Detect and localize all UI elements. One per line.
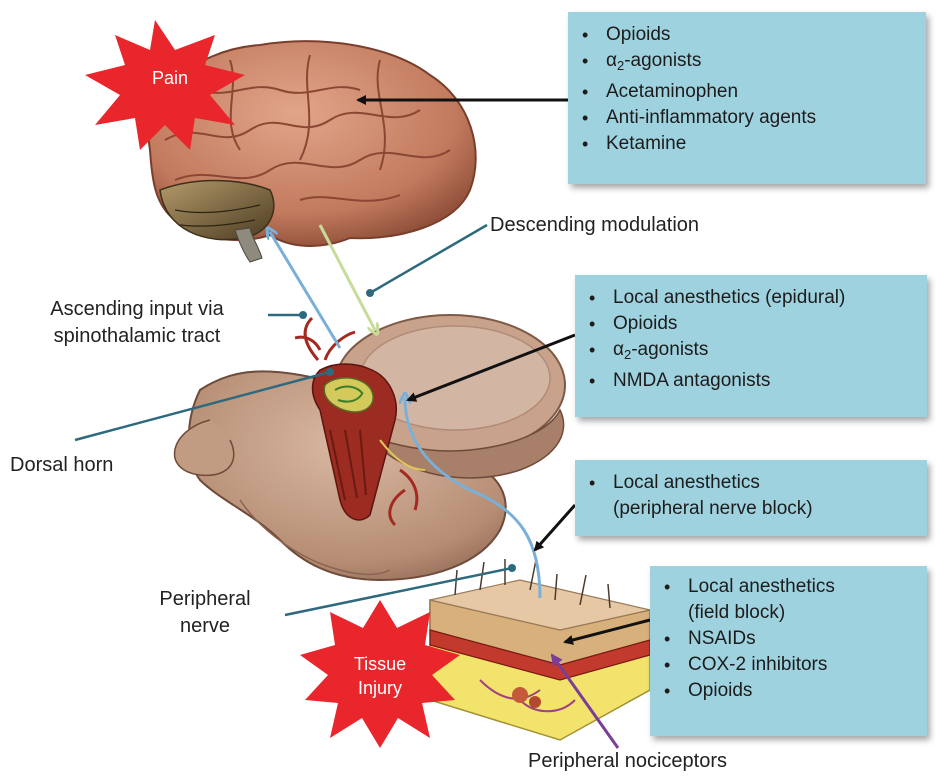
spinal-drug-item: NMDA antagonists bbox=[575, 368, 927, 394]
brain-drug-item: Anti-inflammatory agents bbox=[568, 105, 926, 131]
agonist-text: -agonists bbox=[624, 50, 701, 71]
peripheral-nociceptors-label: Peripheral nociceptors bbox=[528, 748, 727, 775]
alpha-symbol: α bbox=[606, 50, 617, 71]
brain-drug-item: Ketamine bbox=[568, 131, 926, 157]
peripheral-nerve-label: Peripheral nerve bbox=[140, 586, 270, 640]
field-block-line1: Local anesthetics bbox=[688, 574, 927, 600]
agonist-text: -agonists bbox=[631, 339, 708, 360]
ascending-input-line1: Ascending input via bbox=[12, 296, 262, 323]
tissue-drugs-box: Local anesthetics (field block) NSAIDs C… bbox=[650, 566, 927, 736]
brain-drugs-box: Opioids α2-agonists Acetaminophen Anti-i… bbox=[568, 12, 926, 184]
ascending-input-dot bbox=[299, 311, 307, 319]
peripheral-nerve-dot bbox=[508, 564, 516, 572]
dorsal-horn-label: Dorsal horn bbox=[10, 452, 113, 479]
field-block-line2: (field block) bbox=[688, 600, 927, 626]
nerve-block-list: Local anesthetics (peripheral nerve bloc… bbox=[575, 470, 927, 522]
tissue-injury-star-label: Tissue Injury bbox=[335, 652, 425, 700]
tissue-drug-item: Opioids bbox=[650, 678, 927, 704]
ascending-input-label: Ascending input via spinothalamic tract bbox=[12, 296, 262, 350]
alpha-symbol: α bbox=[613, 339, 624, 360]
brain-drug-item: α2-agonists bbox=[568, 48, 926, 79]
brain-drug-item: Acetaminophen bbox=[568, 79, 926, 105]
pain-star-label: Pain bbox=[130, 66, 210, 90]
nerve-block-line1: Local anesthetics bbox=[613, 470, 927, 496]
descending-arrow bbox=[320, 225, 375, 330]
descending-modulation-label: Descending modulation bbox=[490, 212, 699, 239]
tissue-injury-line1: Tissue bbox=[335, 652, 425, 676]
tissue-drugs-list: Local anesthetics (field block) NSAIDs C… bbox=[650, 574, 927, 704]
spinal-drug-item: Opioids bbox=[575, 311, 927, 337]
peripheral-nerve-line1: Peripheral bbox=[140, 586, 270, 613]
tissue-drug-item: Local anesthetics (field block) bbox=[650, 574, 927, 626]
brain-drug-item: Opioids bbox=[568, 22, 926, 48]
spinal-segment-illustration bbox=[175, 315, 565, 580]
tissue-drug-item: NSAIDs bbox=[650, 626, 927, 652]
spinal-drugs-list: Local anesthetics (epidural) Opioids α2-… bbox=[575, 285, 927, 394]
descending-modulation-dot bbox=[366, 289, 374, 297]
peripheral-nerve-line2: nerve bbox=[140, 613, 270, 640]
nerve-block-line2: (peripheral nerve block) bbox=[613, 496, 927, 522]
dorsal-horn-dot bbox=[326, 368, 334, 376]
spinal-drugs-box: Local anesthetics (epidural) Opioids α2-… bbox=[575, 275, 927, 417]
nerve-block-item: Local anesthetics (peripheral nerve bloc… bbox=[575, 470, 927, 522]
tissue-injury-line2: Injury bbox=[335, 676, 425, 700]
nerve-block-box: Local anesthetics (peripheral nerve bloc… bbox=[575, 460, 927, 536]
tissue-drug-item: COX-2 inhibitors bbox=[650, 652, 927, 678]
spinal-drug-item: α2-agonists bbox=[575, 337, 927, 368]
brain-drugs-list: Opioids α2-agonists Acetaminophen Anti-i… bbox=[568, 22, 926, 157]
spinal-drug-item: Local anesthetics (epidural) bbox=[575, 285, 927, 311]
nerve-block-arrow bbox=[535, 505, 575, 550]
ascending-input-line2: spinothalamic tract bbox=[12, 323, 262, 350]
